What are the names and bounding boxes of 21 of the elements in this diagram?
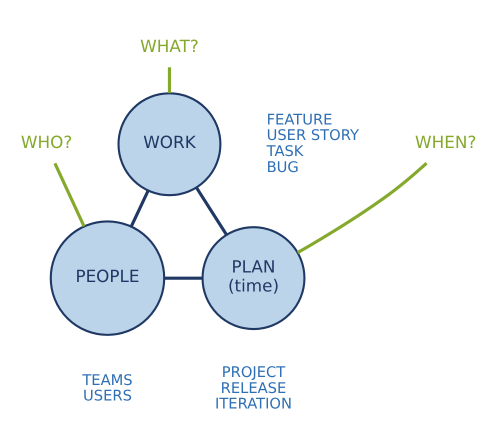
- node-label: USERS: [83, 387, 132, 404]
- node-label: TASK: [266, 142, 304, 160]
- connector: [168, 66, 172, 93]
- connector: [53, 162, 86, 226]
- node-text: WHEN?: [415, 132, 476, 152]
- node-label: FEATURE: [266, 110, 332, 128]
- node-label: PROJECT: [222, 364, 286, 381]
- node-circle: PEOPLE: [50, 220, 166, 336]
- node-label: TEAMS: [82, 371, 133, 388]
- connector: [164, 276, 202, 280]
- node-text: WHO?: [20, 132, 72, 152]
- connector: [130, 189, 150, 226]
- node-circle: PLAN (time): [202, 226, 306, 330]
- node-text: WHAT?: [140, 36, 199, 56]
- node-label: USER STORY: [266, 126, 359, 144]
- node-label: ITERATION: [215, 395, 292, 412]
- node-label: BUG: [266, 158, 299, 176]
- node-circle: WORK: [117, 92, 222, 196]
- connector: [195, 186, 228, 236]
- connector: [296, 162, 428, 254]
- node-label: RELEASE: [220, 379, 286, 396]
